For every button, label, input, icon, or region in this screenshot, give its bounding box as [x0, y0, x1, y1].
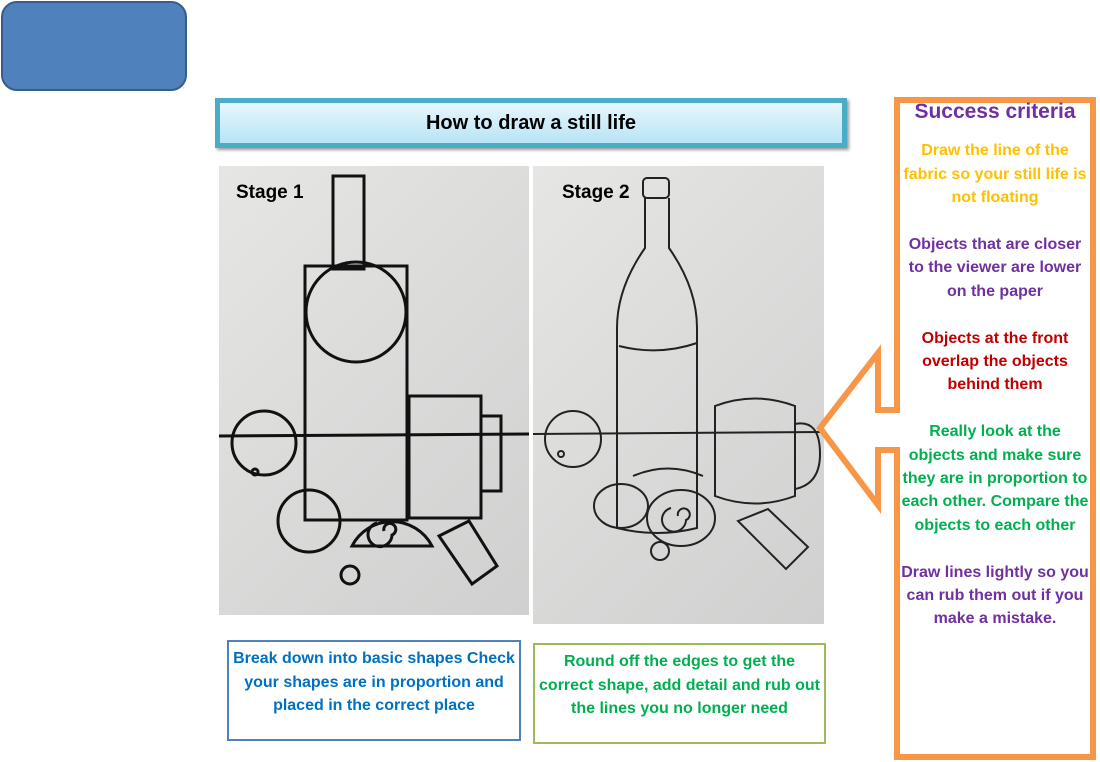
stage1-photo: Stage 1 [218, 166, 530, 615]
criterion-closer-lower: Objects that are closer to the viewer ar… [908, 236, 1082, 300]
stage2-label: Stage 2 [562, 182, 630, 203]
criterion-overlap: Objects at the front overlap the objects… [921, 329, 1069, 394]
stage2-photo: Stage 2 [532, 166, 825, 624]
blue-rounded-rectangle [1, 1, 187, 91]
criterion-proportion: Really look at the objects and make sure… [901, 423, 1089, 534]
success-criteria-panel: Success criteria Draw the line of the fa… [900, 100, 1090, 654]
criteria-heading: Success criteria [914, 100, 1076, 123]
criterion-fabric-line: Draw the line of the fabric so your stil… [903, 142, 1087, 207]
stage2-caption: Round off the edges to get the correct s… [533, 643, 826, 744]
stage1-drawing [218, 174, 530, 587]
stage2-drawing [532, 177, 825, 571]
stage1-caption: Break down into basic shapes Check your … [227, 640, 521, 741]
criterion-lightly: Draw lines lightly so you can rub them o… [901, 563, 1089, 628]
stage1-label: Stage 1 [236, 182, 304, 203]
page-title: How to draw a still life [215, 98, 847, 148]
